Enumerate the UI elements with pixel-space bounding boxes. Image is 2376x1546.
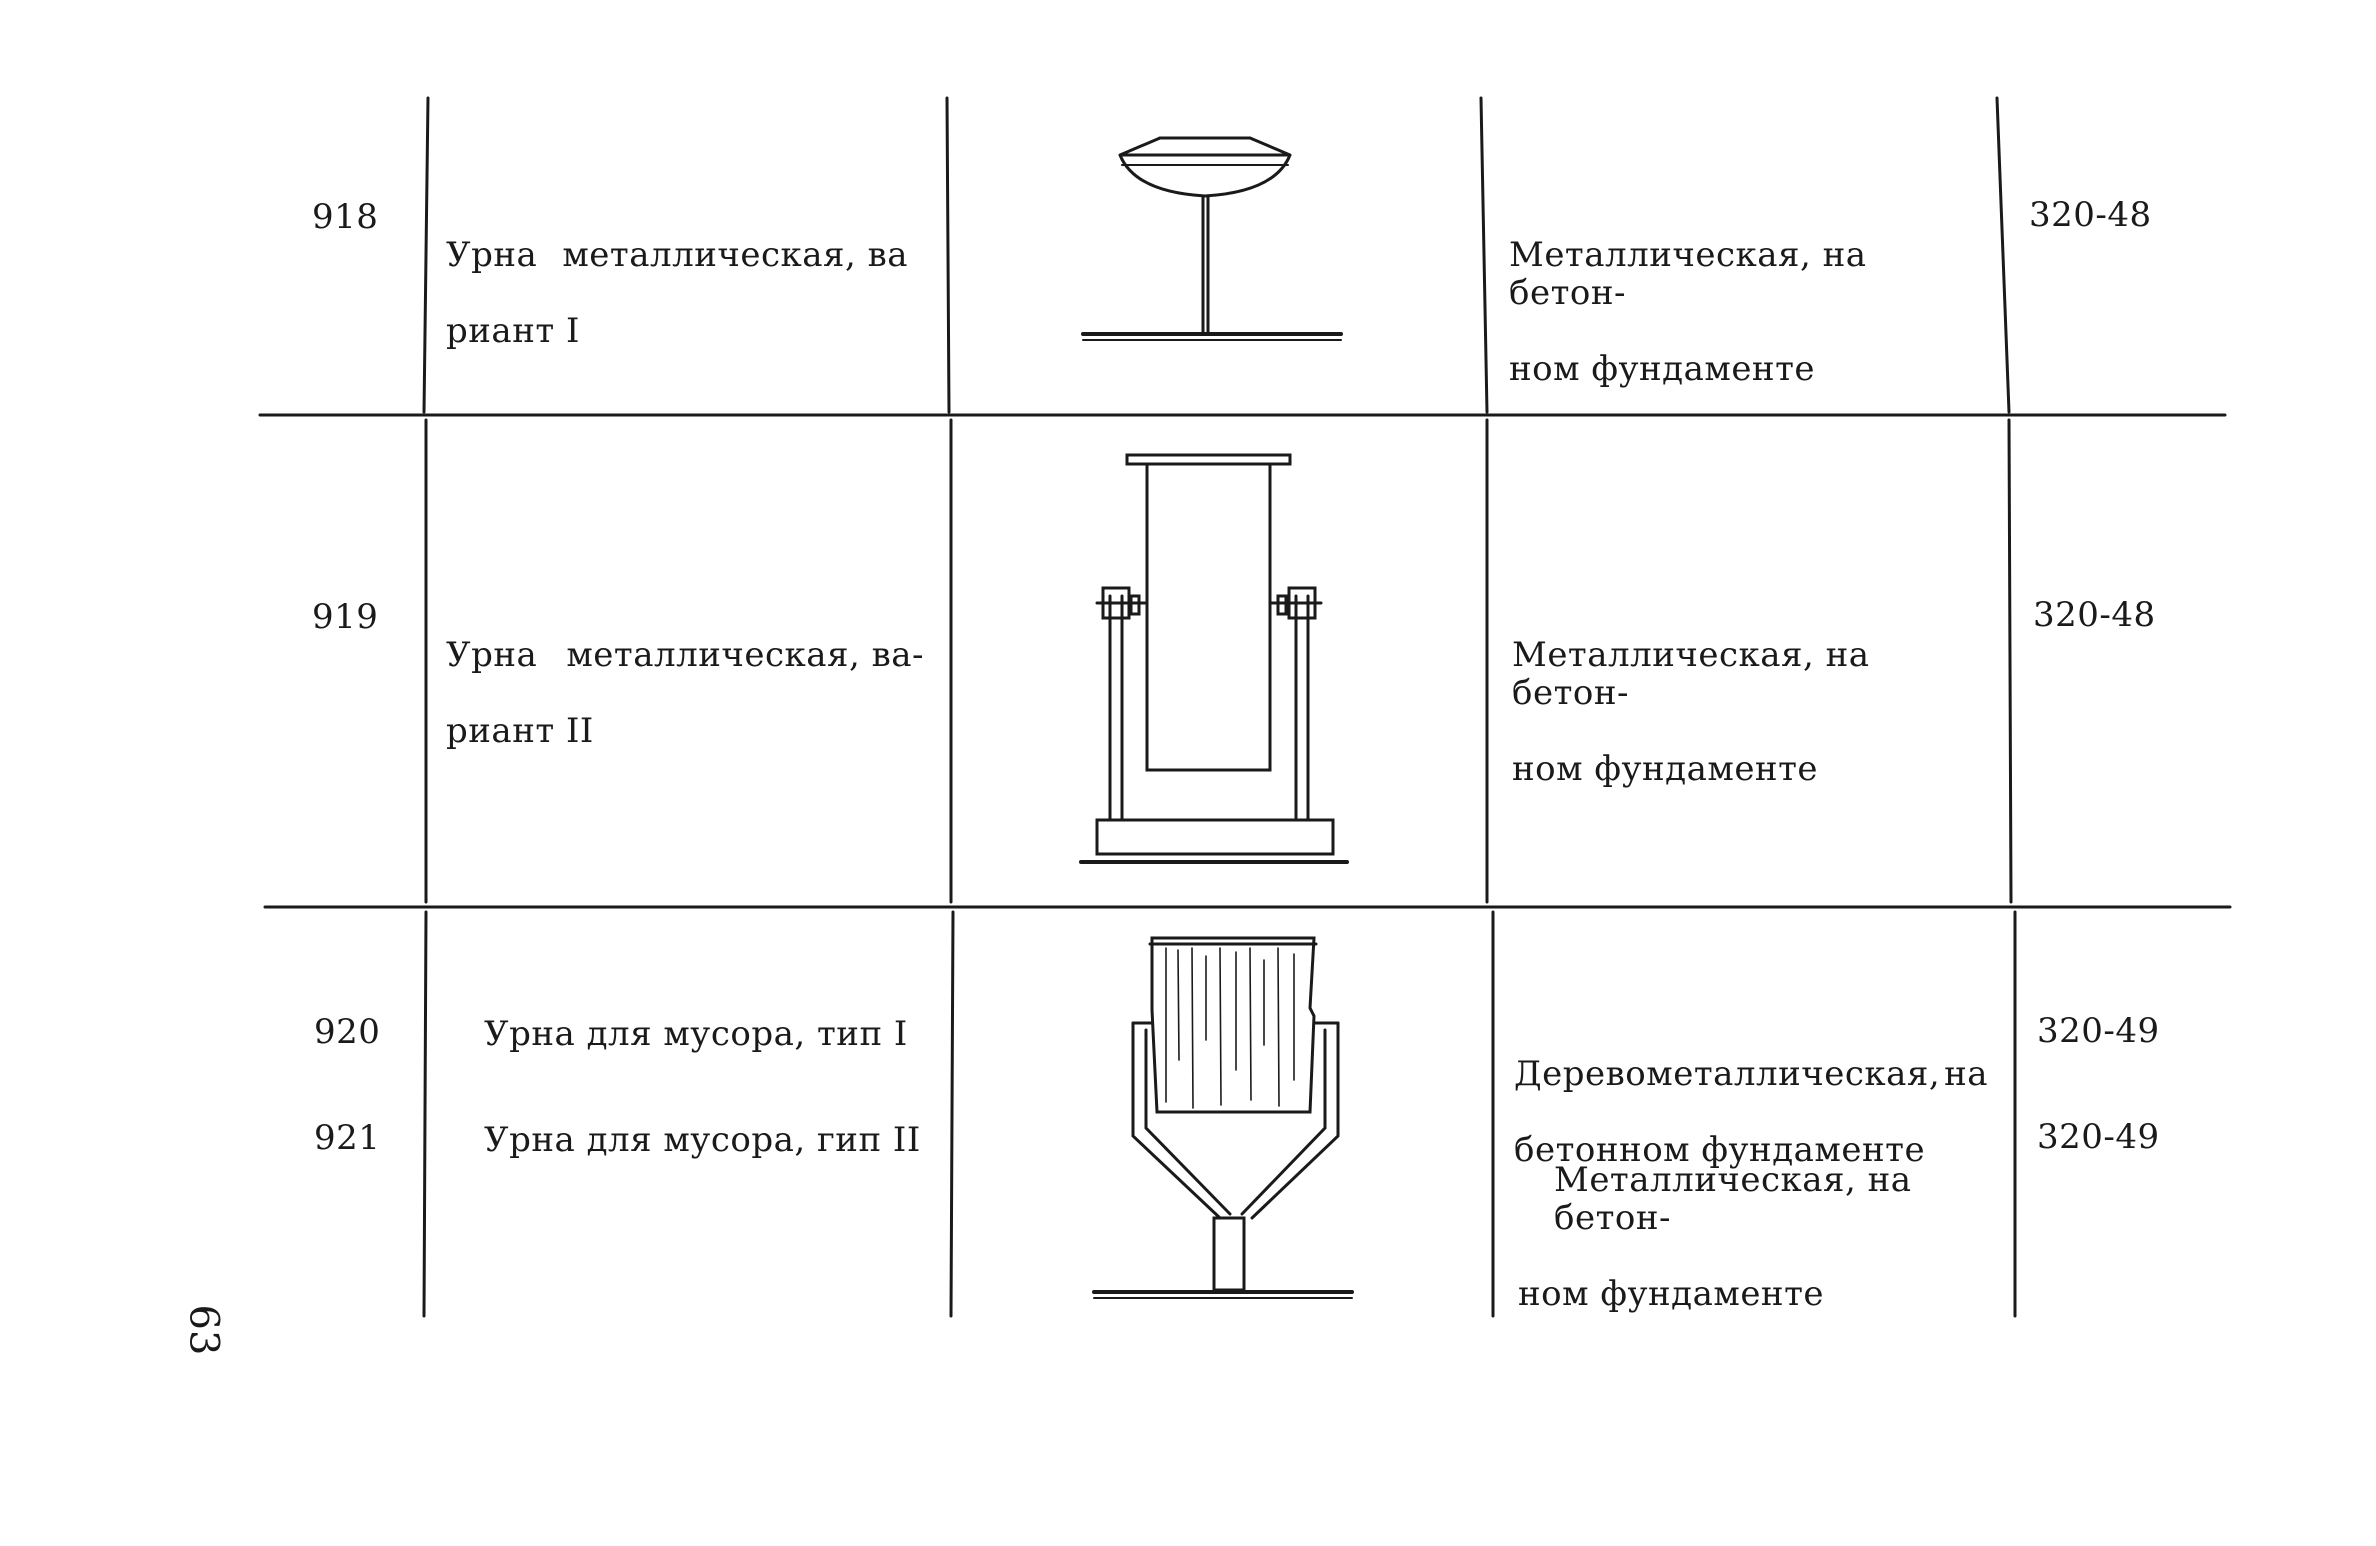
column-rules-block-2 bbox=[424, 418, 2013, 904]
column-rules-block-1 bbox=[422, 96, 2011, 414]
urn-918-drawing bbox=[1081, 136, 1343, 341]
row-918-code: 320-48 bbox=[2029, 195, 2152, 235]
row-921-code: 320-49 bbox=[2037, 1117, 2160, 1157]
row-921-name: Урна для мусора, гип II bbox=[484, 1120, 921, 1160]
row-919-number: 919 bbox=[312, 597, 379, 637]
row-921-number: 921 bbox=[314, 1118, 381, 1158]
row-919-name: Урна металлическая, ва- риант II bbox=[446, 598, 924, 788]
row-918-number: 918 bbox=[312, 197, 379, 237]
row-919-description: Металлическая, на бетон- ном фундаменте bbox=[1512, 635, 1870, 789]
page-number: 63 bbox=[180, 1304, 227, 1356]
row-918-name-line1: Урна металлическая, ва bbox=[446, 235, 908, 275]
row-918-name: Урна металлическая, ва риант I bbox=[446, 198, 908, 388]
row-920-description: Деревометаллическая, на бетонном фундаме… bbox=[1514, 1054, 1988, 1170]
column-rules-block-3 bbox=[422, 910, 2017, 1318]
row-919-name-line1: Урна металлическая, ва- bbox=[446, 635, 924, 675]
row-918-name-line2: риант I bbox=[446, 311, 580, 351]
row-921-description: Металлическая, на бетон- ном фундаменте bbox=[1518, 1160, 1912, 1314]
row-918-description: Металлическая, на бетон- ном фундаменте bbox=[1509, 235, 1867, 389]
row-919-code: 320-48 bbox=[2033, 595, 2156, 635]
urn-920-921-drawing bbox=[1092, 936, 1354, 1299]
row-920-name: Урна для мусора, тип I bbox=[484, 1014, 908, 1054]
row-920-code: 320-49 bbox=[2037, 1011, 2160, 1051]
urn-919-drawing bbox=[1079, 453, 1349, 864]
row-920-number: 920 bbox=[314, 1012, 381, 1052]
row-919-name-line2: риант II bbox=[446, 711, 594, 751]
